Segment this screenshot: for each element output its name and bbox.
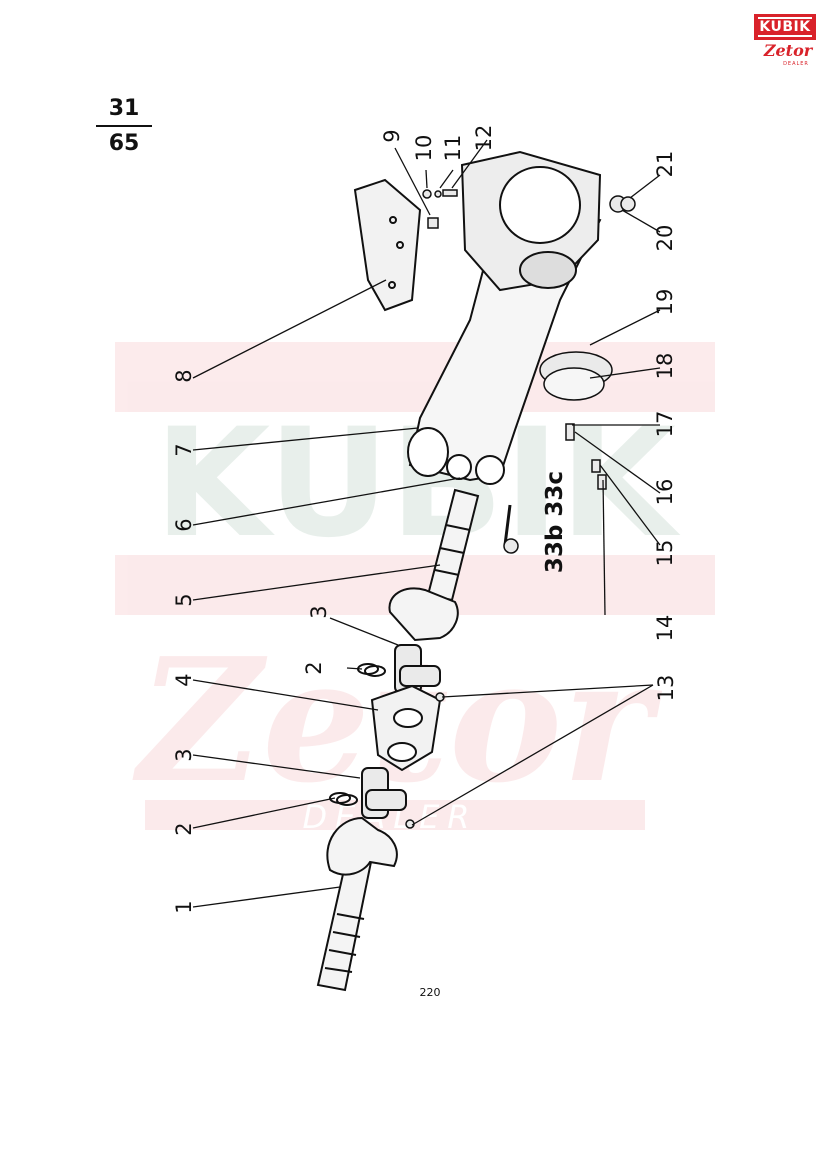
part-5-intermediate-shaft	[388, 488, 480, 642]
callout-33b-33c: 33b 33c	[542, 471, 568, 573]
section-number: 31 65	[96, 98, 152, 155]
callout-3-lower: 3	[172, 748, 196, 761]
callout-21: 21	[653, 151, 677, 178]
page-number: 220	[419, 986, 441, 999]
callout-3-upper: 3	[307, 605, 331, 618]
logo-tagline: DEALER	[783, 61, 809, 67]
dealer-logo: KUBIK Zetor DEALER	[754, 14, 816, 72]
callout-13: 13	[654, 675, 678, 702]
leader-lines	[192, 139, 661, 908]
callout-7: 7	[172, 443, 196, 456]
callout-6: 6	[172, 518, 196, 531]
callout-9: 9	[380, 129, 404, 142]
callout-4: 4	[172, 673, 196, 686]
section-denominator: 65	[108, 131, 140, 156]
logo-brand-bottom: Zetor	[763, 41, 813, 60]
callout-12: 12	[472, 125, 496, 152]
callout-labels: 1 2 2 3 3 4 5 6 7 8 9 10 11 12 13 14 15 …	[172, 125, 678, 914]
callout-18: 18	[653, 353, 677, 380]
fraction-bar	[96, 125, 152, 127]
callout-11: 11	[441, 135, 465, 162]
callout-1: 1	[172, 900, 196, 913]
callout-2-upper: 2	[302, 661, 326, 674]
callout-2-lower: 2	[172, 822, 196, 835]
part-4-double-yoke	[370, 684, 442, 772]
callout-5: 5	[172, 593, 196, 606]
callout-16: 16	[653, 479, 677, 506]
logo-brand-top-text: KUBIK	[758, 17, 812, 37]
callout-20: 20	[653, 225, 677, 252]
callout-14: 14	[653, 615, 677, 642]
part-1-drive-shaft	[316, 816, 398, 992]
callout-8: 8	[172, 369, 196, 382]
part-8-bracket	[353, 178, 422, 312]
callout-15: 15	[653, 540, 677, 567]
section-numerator: 31	[108, 96, 140, 121]
callout-19: 19	[653, 289, 677, 316]
callout-17: 17	[653, 411, 677, 438]
part-7-axle-housing	[407, 150, 602, 485]
small-hardware	[405, 189, 636, 829]
callout-10: 10	[412, 135, 436, 162]
logo-brand-top: KUBIK	[754, 14, 816, 40]
